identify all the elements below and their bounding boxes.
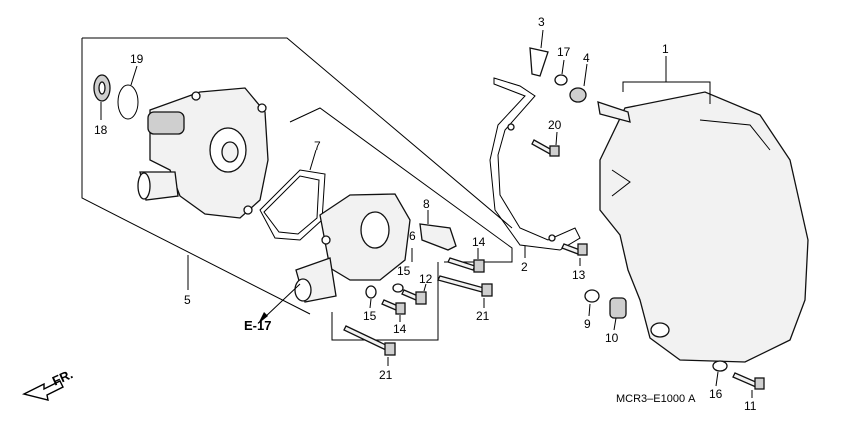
water-pump-assembly (137, 87, 269, 219)
callout-10: 10 (605, 331, 619, 345)
callout-9: 9 (584, 317, 591, 331)
callout-1: 1 (662, 42, 669, 56)
leader-3 (540, 29, 544, 49)
part-11-bolt (732, 372, 765, 390)
part-18-seal (93, 74, 111, 102)
callout-19: 19 (130, 52, 144, 66)
part-3-clip (529, 47, 549, 77)
part-9-collar (584, 289, 600, 303)
part-19-o-ring (117, 84, 139, 120)
assembly-6-outline (289, 107, 513, 341)
callout-14-upper: 14 (472, 235, 486, 249)
part-7-gasket (259, 169, 326, 241)
callout-20: 20 (548, 118, 562, 132)
part-10-grommet (609, 297, 627, 319)
leader-12 (423, 283, 427, 292)
part-16-washer (712, 360, 728, 372)
leader-16 (715, 371, 719, 387)
callout-6: 6 (409, 229, 416, 243)
callout-5: 5 (184, 293, 191, 307)
callout-21-upper: 21 (476, 309, 490, 323)
callout-7: 7 (314, 139, 321, 153)
front-marker-label: FR. (50, 366, 75, 388)
callout-11: 11 (744, 399, 757, 413)
callout-2: 2 (521, 260, 528, 274)
pump-cover-housing (294, 193, 411, 303)
diagram-code: MCR3–E1000 A (616, 393, 696, 405)
leader-15-lower (369, 298, 372, 309)
assembly-5-outline (81, 37, 513, 315)
callout-labels: 1 2 3 4 5 6 7 8 9 10 11 12 13 14 14 15 1… (50, 15, 757, 413)
part-13-bolt (561, 243, 588, 256)
part-4-bolt (569, 87, 631, 123)
front-direction-arrow-icon (21, 380, 64, 401)
leader-4 (583, 63, 588, 87)
part-14-bolt-upper (447, 257, 485, 273)
leader-17 (561, 59, 565, 75)
callout-3: 3 (538, 15, 545, 29)
reference-label: E-17 (244, 318, 271, 333)
part-20-bolt (531, 139, 560, 157)
part-12-bolt (401, 289, 427, 305)
part-8-bracket (419, 223, 457, 251)
callout-16: 16 (709, 387, 723, 401)
callout-4: 4 (583, 51, 590, 65)
leader-10 (613, 317, 617, 331)
part-2-bracket (489, 77, 581, 251)
callout-8: 8 (423, 197, 430, 211)
reference-arrow (258, 283, 301, 324)
leader-7 (309, 149, 317, 171)
leader-9 (588, 303, 591, 317)
callout-14-lower: 14 (393, 322, 407, 336)
part-15-washer-lower (365, 285, 377, 299)
cover-part (599, 91, 809, 363)
part-17-washer (554, 74, 568, 86)
part-21-bolt-upper (437, 275, 493, 297)
part-21-bolt-lower (343, 325, 396, 356)
callout-15-lower: 15 (363, 309, 377, 323)
callout-12: 12 (419, 272, 433, 286)
callout-18: 18 (94, 123, 108, 137)
callout-21-lower: 21 (379, 368, 393, 382)
leader-20 (555, 131, 558, 146)
part-14-bolt-lower (381, 299, 406, 315)
part-15-washer-upper (392, 283, 404, 293)
callout-13: 13 (572, 268, 586, 282)
callout-17: 17 (557, 45, 571, 59)
leader-19 (130, 65, 138, 86)
callout-15-upper: 15 (397, 264, 411, 278)
